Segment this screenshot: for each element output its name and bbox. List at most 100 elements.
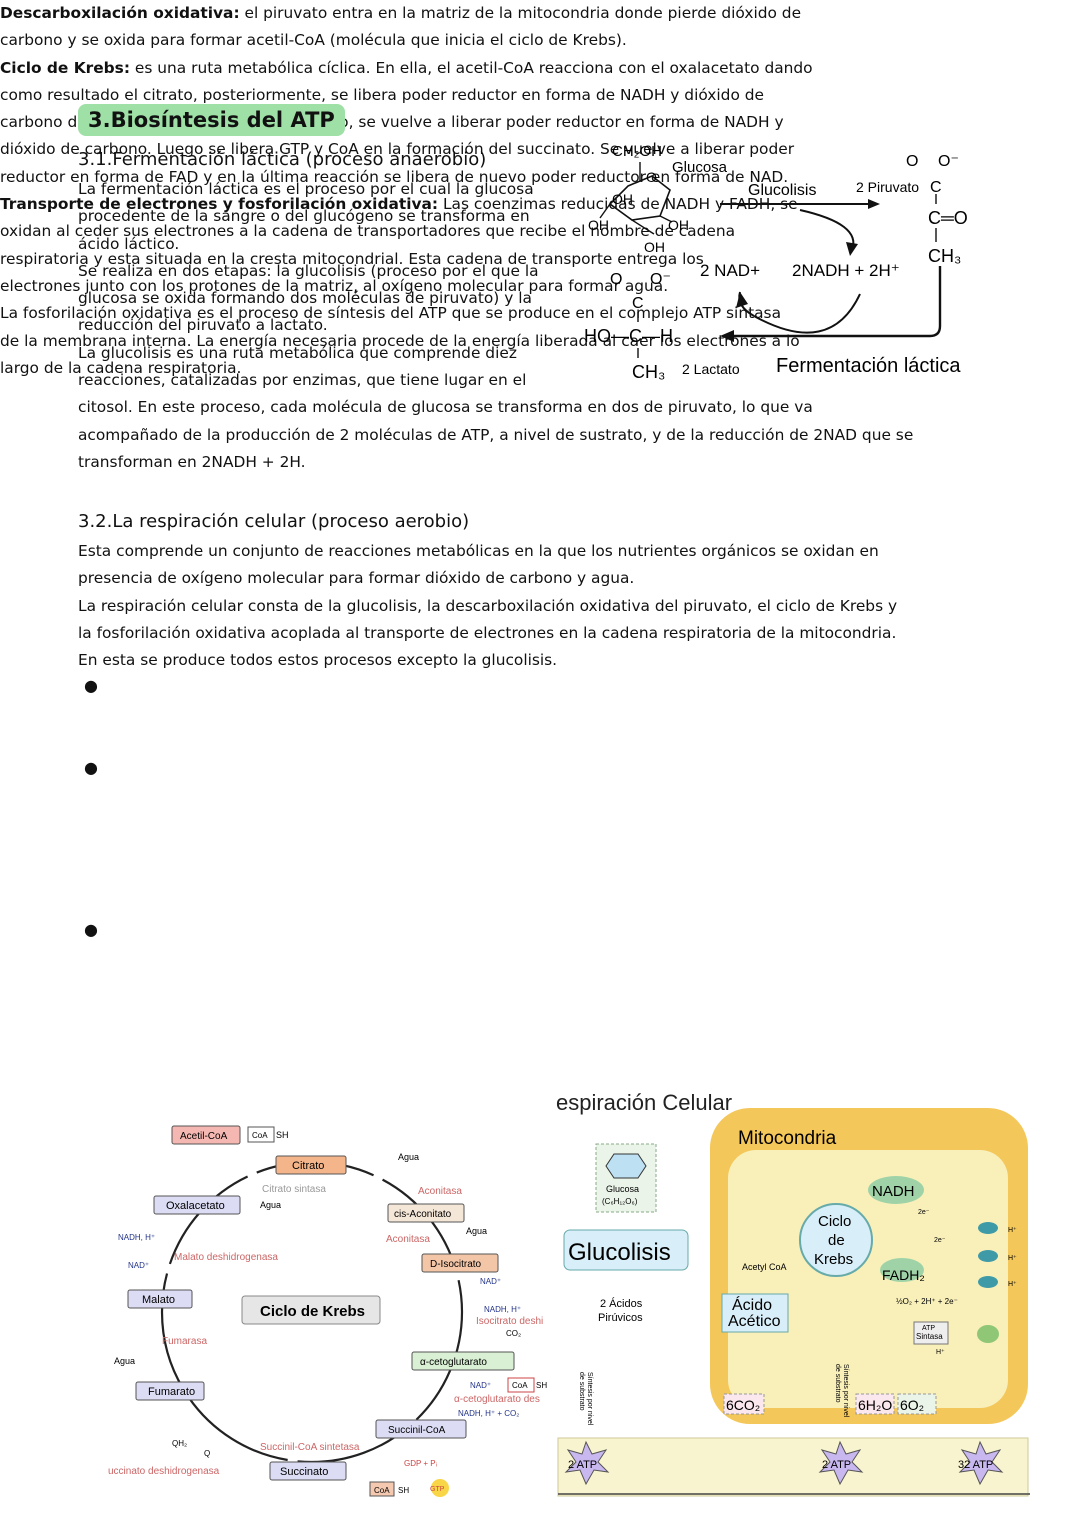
malato-label: Malato <box>142 1294 175 1306</box>
gtp-label: GTP <box>430 1486 445 1493</box>
text-line: Esta comprende un conjunto de reacciones… <box>78 542 879 560</box>
ciclo-label-2: de <box>828 1232 845 1249</box>
text-line: reducción del piruvato a lactato. <box>78 316 328 335</box>
succinilcoa-label: Succinil-CoA <box>388 1425 446 1436</box>
acetico-label: Acético <box>728 1313 781 1330</box>
atp-2a-label: 2 ATP <box>568 1459 597 1471</box>
text-line: presencia de oxígeno molecular para form… <box>78 569 635 588</box>
succ-desh-label: uccinato deshidrogenasa <box>108 1466 220 1477</box>
acetil-label: Acetil-CoA <box>180 1131 228 1142</box>
agua-label-3: Agua <box>466 1226 487 1236</box>
fermentation-diagram: CH₂OH O Glucosa OH OH OH OH Glucolisis 2… <box>584 143 968 382</box>
text-line: acompañado de la producción de 2 molécul… <box>78 425 914 444</box>
bullet-line: La fosforilación oxidativa es el proceso… <box>0 304 781 323</box>
ciclo-label-1: Ciclo <box>818 1213 851 1230</box>
fermentation-caption: Fermentación láctica <box>776 355 961 377</box>
cetoglutarato-label: α-cetoglutarato <box>420 1357 487 1368</box>
atp-2b-label: 2 ATP <box>822 1459 851 1471</box>
gtp-burst <box>431 1479 449 1497</box>
e2-label-2: 2e⁻ <box>934 1237 946 1244</box>
bullet-line: carbono y se oxida para formar acetil-Co… <box>0 31 627 50</box>
coa-label-3: CoA <box>374 1486 390 1495</box>
cis-label: cis-Aconitato <box>394 1209 452 1220</box>
respiracion-text: Esta comprende un conjunto de reacciones… <box>78 538 1008 674</box>
oh-label-4: OH <box>644 239 665 255</box>
nad-label-1: NAD⁺ <box>128 1261 149 1270</box>
succinato-label: Succinato <box>280 1466 328 1478</box>
hplus-label-4: H⁺ <box>936 1349 945 1356</box>
sh-label: SH <box>276 1130 289 1140</box>
oh-label-2: OH <box>588 217 609 233</box>
krebs-center-label: Ciclo de Krebs <box>260 1303 365 1320</box>
text-line: transforman en 2NADH + 2H. <box>78 452 306 471</box>
bullet-dot: ● <box>84 676 98 695</box>
bullet-dot: ● <box>84 758 98 777</box>
bullet-text: es una ruta metabólica cíclica. En ella,… <box>130 58 813 77</box>
ring-o-label: O <box>646 169 657 185</box>
hplus-label-2: H⁺ <box>1008 1255 1017 1262</box>
gdp-label: GDP + Pᵢ <box>404 1459 437 1468</box>
bullet-text: el piruvato entra en la matriz de la mit… <box>239 4 802 22</box>
succinil-sint-label: Succinil-CoA sintetasa <box>260 1442 360 1453</box>
nad-label-3: NAD⁺ <box>470 1381 491 1390</box>
nadh-h-label-2: NADH, H⁺ <box>484 1305 521 1314</box>
bullet-line: respiratoria y esta situada en la cresta… <box>0 249 704 268</box>
nadh-co2-label: NADH, H⁺ + CO₂ <box>458 1409 519 1418</box>
sintasa-label: Sintasa <box>916 1332 943 1341</box>
nadh-label: 2NADH + 2H⁺ <box>792 261 900 280</box>
fumarasa-label: Fumarasa <box>162 1336 207 1347</box>
nad-label-2: NAD⁺ <box>480 1277 501 1286</box>
text-line: la fosforilación oxidativa acoplada al t… <box>78 623 897 642</box>
atp-32-label: 32 ATP <box>958 1459 993 1471</box>
sintesis-label-1b: de substrato <box>578 1372 585 1411</box>
h2o-label: 6H₂O <box>858 1397 892 1413</box>
lac-o-label: O <box>610 271 622 288</box>
bullet-descarboxilacion: Descarboxilación oxidativa: el piruvato … <box>0 0 900 55</box>
lac-c-label: C <box>632 295 644 312</box>
bullet-line: largo de la cadena respiratoria. <box>0 358 242 377</box>
text-line: La respiración celular consta de la gluc… <box>78 596 898 615</box>
bullet-text: Las coenzimas reducidas de NADH y FADH, … <box>438 195 798 214</box>
piruvicos-label: Pirúvicos <box>598 1312 643 1324</box>
hplus-label-1: H⁺ <box>1008 1227 1017 1234</box>
ciclo-label-3: Krebs <box>814 1251 853 1268</box>
pir-c-label: C <box>930 179 942 196</box>
pir-ch3-label: CH₃ <box>928 246 961 266</box>
bullet-term: Descarboxilación oxidativa: <box>0 4 240 22</box>
aconitasa-label-2: Aconitasa <box>386 1234 430 1245</box>
citrato-sintasa-label: Citrato sintasa <box>262 1184 326 1195</box>
sintesis-label-2b: de substrato <box>834 1364 841 1403</box>
electron-chain <box>977 1222 999 1343</box>
oxalacetato-label: Oxalacetato <box>166 1200 225 1212</box>
text-line: Se realiza en dos etapas: la glucolisis … <box>78 261 539 280</box>
glucolisis-label: Glucolisis <box>748 182 816 199</box>
oh-label-3: OH <box>668 217 689 233</box>
heading-fermentacion: 3.1.Fermentación láctica (proceso anaero… <box>78 149 487 170</box>
bullet-line: como resultado el citrato, posteriorment… <box>0 85 764 104</box>
text-line: La fermentación láctica es el proceso po… <box>78 180 534 198</box>
lac-hoch-label: HO—C—H <box>584 326 673 346</box>
cellular-respiration-diagram: espiración Celular Mitocondria Glucosa (… <box>556 1092 1030 1497</box>
acidos-label: 2 Ácidos <box>600 1297 643 1310</box>
q-label: Q <box>204 1449 210 1458</box>
nadh-h-label: NADH, H⁺ <box>118 1233 155 1242</box>
glucolisis-box-label: Glucolisis <box>568 1239 671 1266</box>
formula-label: (C₆H₁₂O₆) <box>602 1197 638 1206</box>
bullet-dot: ● <box>84 920 98 939</box>
citrato-label: Citrato <box>292 1160 324 1172</box>
hplus-label-3: H⁺ <box>1008 1281 1017 1288</box>
bullet-first-line: Descarboxilación oxidativa: el piruvato … <box>0 0 900 27</box>
text-line: reacciones, catalizadas por enzimas, que… <box>78 371 527 390</box>
acido-label: Ácido <box>732 1295 772 1314</box>
text-line: En esta se produce todos estos procesos … <box>78 651 558 670</box>
pir-o-label: O <box>906 153 918 170</box>
resp-title: espiración Celular <box>556 1092 732 1115</box>
coa-label: CoA <box>252 1131 268 1140</box>
pir-ominus-label: O⁻ <box>938 153 959 170</box>
co2-label: 6CO₂ <box>726 1397 760 1413</box>
bullet-line: dióxido de carbono. Luego se libera GTP … <box>0 140 795 159</box>
bullet-krebs: Ciclo de Krebs: es una ruta metabólica c… <box>0 55 900 191</box>
heading-respiracion: 3.2.La respiración celular (proceso aero… <box>78 511 470 532</box>
fadh-label: FADH₂ <box>882 1267 925 1283</box>
bullet-transporte: Transporte de electrones y fosforilación… <box>0 191 900 382</box>
